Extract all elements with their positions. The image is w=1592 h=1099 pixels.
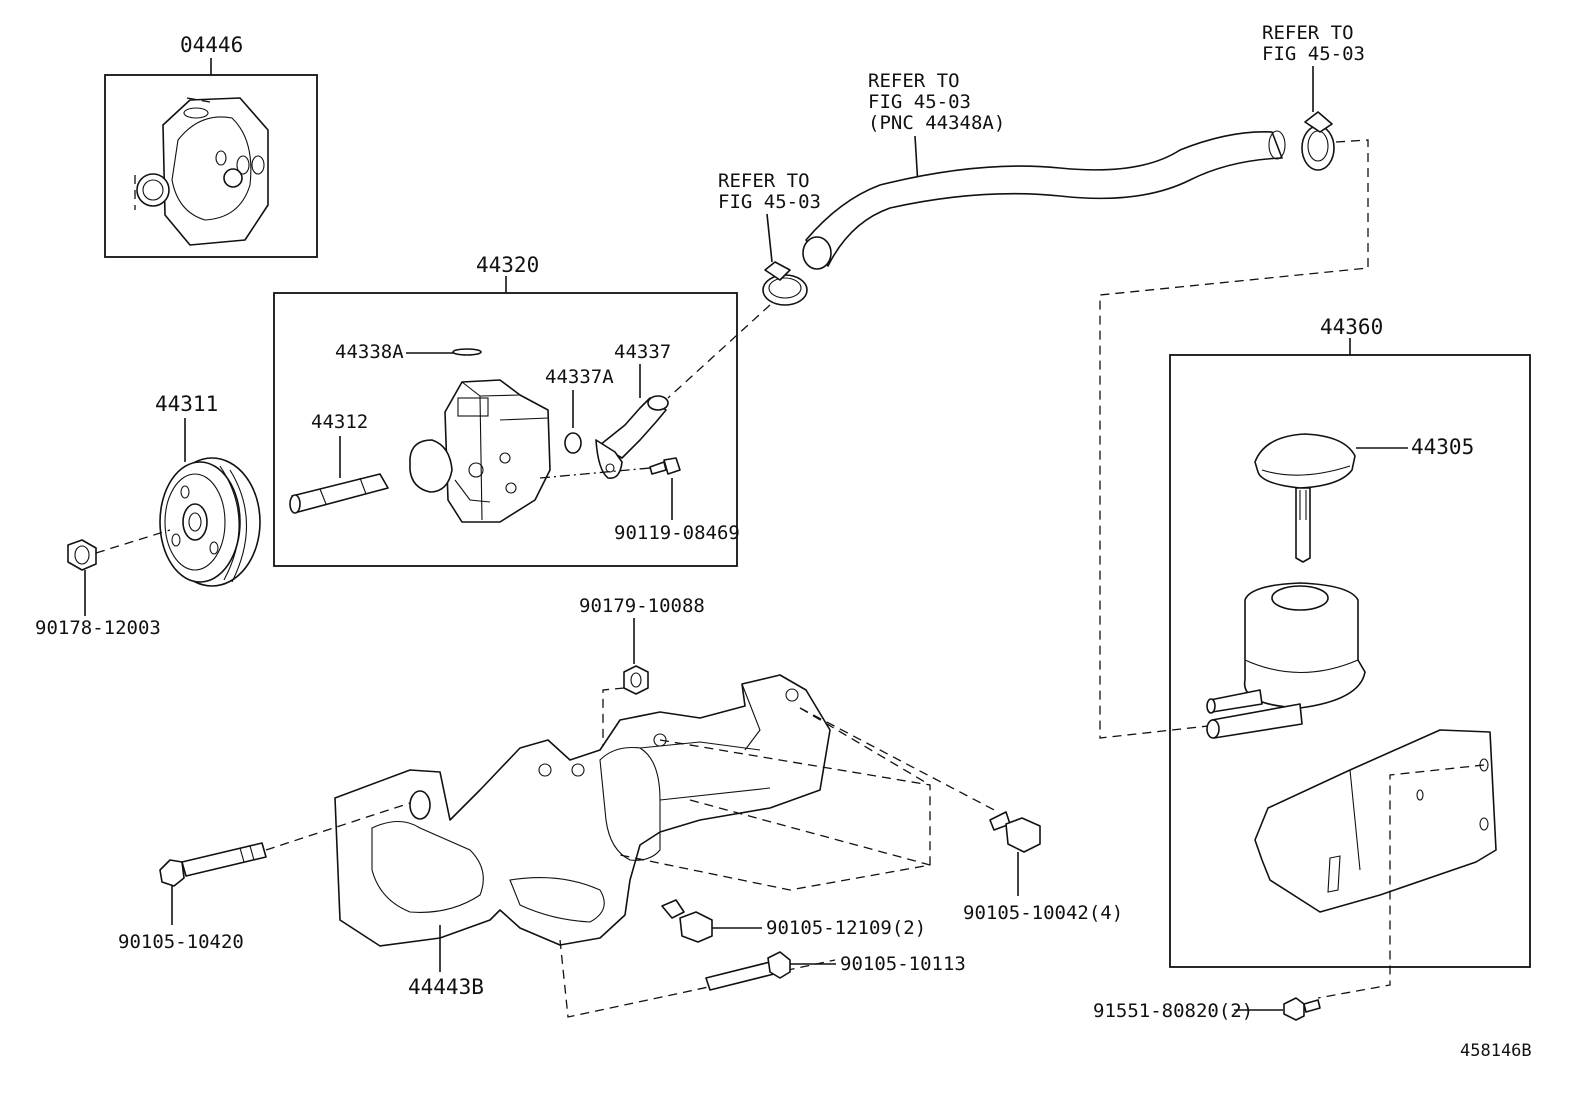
- gasket-kit-group: 04446: [104, 33, 318, 258]
- callout-90105-10042[interactable]: 90105-10042(4): [963, 902, 1123, 924]
- callout-44305[interactable]: 44305: [1411, 435, 1474, 459]
- hose-clamp-left-part: [762, 261, 808, 306]
- callout-44320[interactable]: 44320: [476, 253, 539, 277]
- callout-90105-10420[interactable]: 90105-10420: [118, 931, 244, 953]
- callout-44360[interactable]: 44360: [1320, 315, 1383, 339]
- reservoir-group: 44360 44305: [1169, 315, 1531, 999]
- bolt-90105-10042-part: [989, 811, 1041, 853]
- callout-44337[interactable]: 44337: [614, 341, 671, 363]
- bolt-91551-part: [1283, 997, 1305, 1021]
- pulley-part: [159, 457, 261, 587]
- callout-90178-12003[interactable]: 90178-12003: [35, 617, 161, 639]
- pump-assembly-group: 44320 44338A 44337 44337A 44312: [273, 253, 740, 567]
- diagram-id: 458146B: [1460, 1041, 1532, 1061]
- pump-bracket-group: 90179-10088 44443B: [118, 595, 1123, 1018]
- pump-shaft-part: [289, 473, 389, 514]
- bolt-90105-10113-part: [705, 951, 791, 991]
- callout-44338A[interactable]: 44338A: [335, 341, 404, 363]
- bolt-90119-part: [649, 457, 681, 475]
- pump-bracket-part: [334, 674, 831, 947]
- refer-note-left-line2: FIG 45-03: [718, 191, 821, 213]
- callout-04446[interactable]: 04446: [180, 33, 243, 57]
- nut-90178-part: [67, 539, 97, 571]
- pump-body-part: [409, 379, 551, 523]
- callout-44337A[interactable]: 44337A: [545, 366, 614, 388]
- bolt-90105-12109-part: [661, 899, 713, 943]
- refer-note-middle-line2: FIG 45-03: [868, 91, 971, 113]
- refer-note-right-line2: FIG 45-03: [1262, 43, 1365, 65]
- reservoir-hose-group: REFER TO FIG 45-03 REFER TO FIG 45-03 (P…: [667, 22, 1369, 739]
- bolt-91551-group: 91551-80820(2): [1093, 997, 1321, 1022]
- callout-44311[interactable]: 44311: [155, 392, 218, 416]
- callout-44312[interactable]: 44312: [311, 411, 368, 433]
- pulley-group: 44311: [95, 392, 261, 587]
- callout-90105-12109[interactable]: 90105-12109(2): [766, 917, 926, 939]
- callout-91551-80820[interactable]: 91551-80820(2): [1093, 1000, 1253, 1022]
- callout-90179-10088[interactable]: 90179-10088: [579, 595, 705, 617]
- hose-part: [805, 131, 1283, 267]
- nut-90179-part: [623, 665, 649, 695]
- bolt-90105-10420-part: [159, 842, 267, 887]
- o-ring-part: [452, 348, 482, 356]
- suction-port-part: [595, 395, 669, 479]
- callout-90119-08469[interactable]: 90119-08469: [614, 522, 740, 544]
- callout-44443B[interactable]: 44443B: [408, 975, 484, 999]
- reservoir-tank-part: [1206, 582, 1366, 739]
- refer-note-left-line1: REFER TO: [718, 170, 810, 192]
- reservoir-bracket-part: [1254, 729, 1497, 913]
- refer-note-right-line1: REFER TO: [1262, 22, 1354, 44]
- gasket-kit-part: [134, 97, 269, 246]
- callout-90105-10113[interactable]: 90105-10113: [840, 953, 966, 975]
- reservoir-cap-part: [1254, 433, 1356, 563]
- nut-90178-group: 90178-12003: [35, 539, 161, 639]
- refer-note-middle-line1: REFER TO: [868, 70, 960, 92]
- refer-note-middle-line3: (PNC 44348A): [868, 112, 1005, 134]
- hose-clamp-right-part: [1301, 111, 1335, 171]
- seal-ring-part: [564, 432, 582, 454]
